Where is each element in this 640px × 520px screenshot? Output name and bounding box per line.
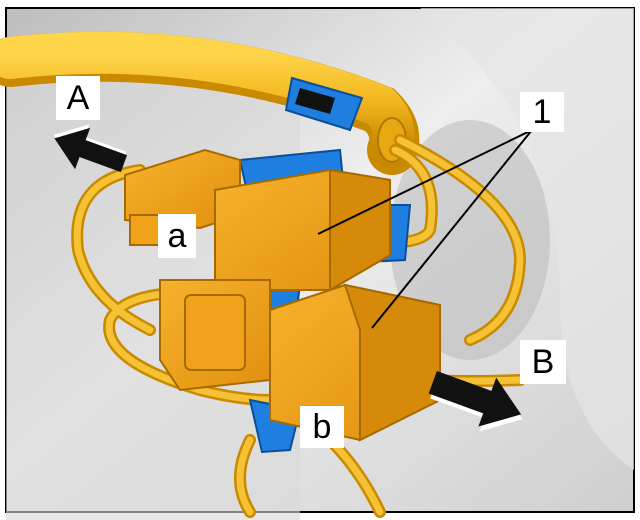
arrow-a [53, 124, 128, 173]
label-b-arrow: B [520, 340, 566, 384]
label-a-arrow: A [56, 76, 100, 120]
arrow-b [428, 370, 523, 432]
background-surface-right [420, 8, 634, 470]
label-b-connector: b [300, 406, 344, 448]
label-a-connector: a [158, 214, 196, 258]
label-callout-1: 1 [520, 92, 564, 132]
callout-lines [317, 129, 533, 329]
